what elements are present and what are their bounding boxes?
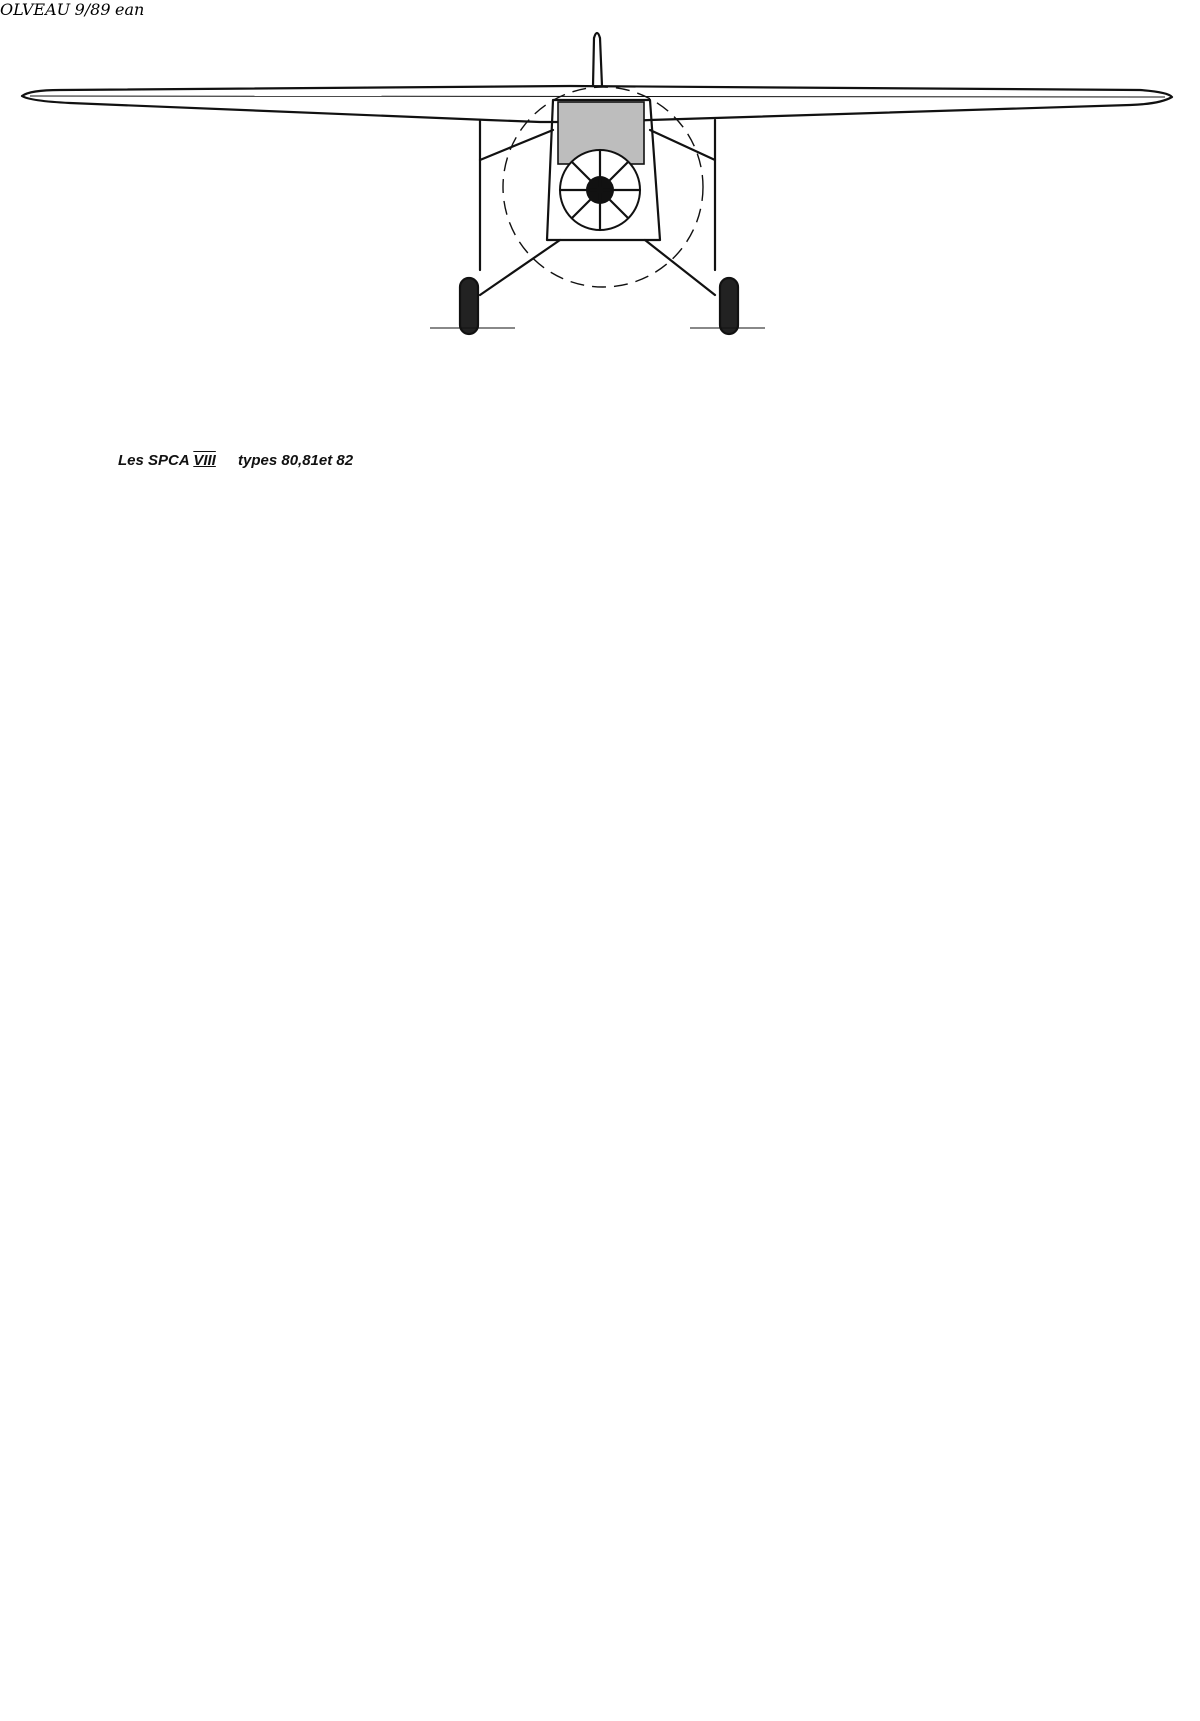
signature-date: 9/89 — [74, 0, 111, 19]
caption-types: types 80,81et 82 — [238, 452, 354, 469]
signature-surname: OLVEAU — [0, 0, 71, 19]
caption-title: Les SPCA — [118, 452, 190, 469]
artist-signature: OLVEAU 9/89 ean — [0, 0, 145, 19]
caption-roman-numeral: VIII — [193, 452, 216, 469]
front-view — [20, 31, 1174, 336]
drawing-caption: Les SPCA VIII types 80,81et 82 — [118, 452, 353, 469]
signature-first-name: ean — [114, 0, 145, 19]
